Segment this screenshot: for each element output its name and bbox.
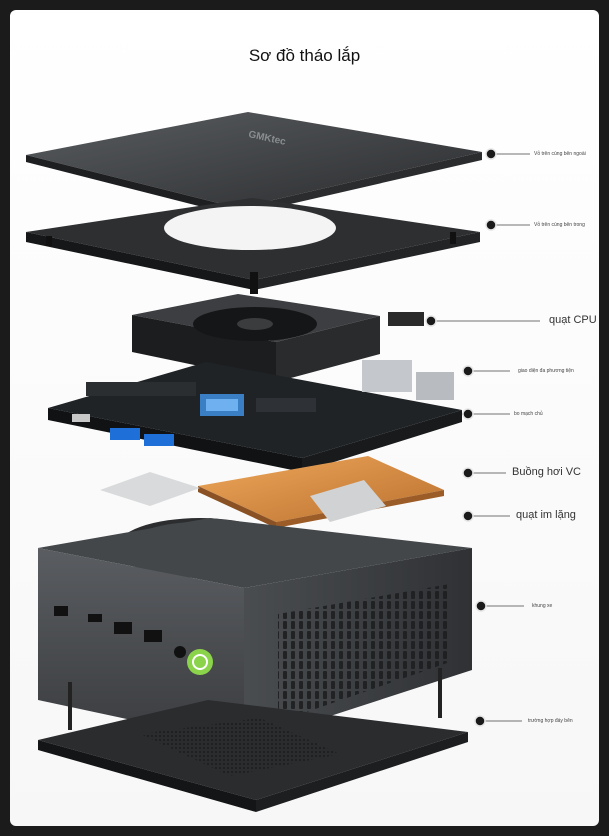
inner-cover: [26, 198, 480, 294]
bottom-case: [38, 668, 468, 812]
label-motherboard: bo mạch chủ: [514, 411, 543, 417]
vapor-chamber: [100, 456, 444, 528]
callout-markers: [425, 148, 497, 727]
label-inner-cover: Vỏ trên cùng bên trong: [534, 222, 585, 228]
motherboard: [48, 360, 462, 472]
exploded-view-illustration: GMKtec: [26, 112, 540, 812]
cpu-fan: [132, 294, 424, 382]
label-chassis: khung xe: [532, 603, 553, 609]
chassis: [38, 518, 472, 744]
figure-title: Sơ đồ tháo lắp: [248, 46, 361, 65]
top-cover: GMKtec: [26, 112, 482, 216]
label-media-interface: giao diện đa phương tiện: [518, 368, 574, 374]
label-top-cover: Vỏ trên cùng bên ngoài: [534, 151, 586, 157]
product-figure: Sơ đồ tháo lắp: [10, 10, 599, 826]
label-vapor-chamber: Buồng hơi VC: [512, 466, 581, 478]
label-bottom-case: trường hợp đáy bên: [528, 718, 573, 724]
callouts: [436, 153, 540, 722]
label-silent-fan: quạt im lặng: [516, 509, 576, 521]
label-cpu-fan: quạt CPU: [549, 314, 597, 326]
